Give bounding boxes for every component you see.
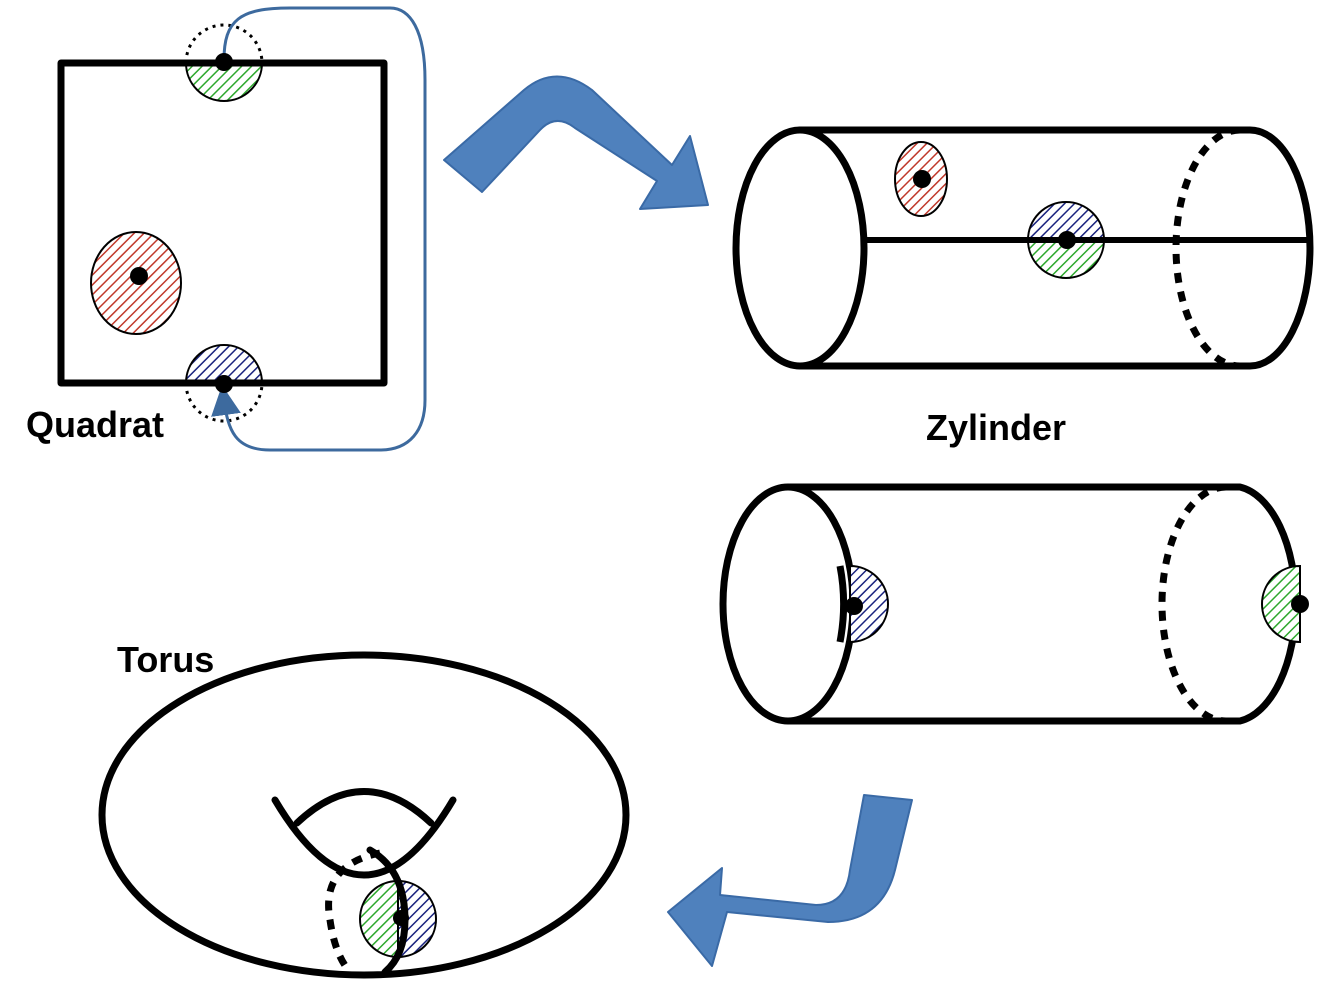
square-top-dotted-half: [184, 23, 264, 64]
curved-arrow-right-icon: [443, 75, 709, 210]
curved-arrow-down-left-icon: [667, 794, 913, 967]
cylinder-seam-point: [1058, 231, 1076, 249]
cylinder-bottom-right-point: [1291, 595, 1309, 613]
cylinder-blue-half: [1026, 201, 1106, 241]
square-top-point: [215, 53, 233, 71]
torus-outer-outline: [98, 651, 630, 979]
square-bottom-point: [215, 375, 233, 393]
square-blue-half-disc: [184, 344, 264, 384]
square-green-half-disc: [184, 62, 264, 102]
square-figure: [57, 6, 427, 452]
cylinder-red-point: [913, 170, 931, 188]
torus-hole-upper-arc: [271, 796, 457, 879]
square-label: Quadrat: [26, 404, 164, 445]
cylinder-green-half: [1026, 239, 1106, 279]
cylinder-bottom-blue-half: [849, 564, 889, 644]
cylinder-bottom-figure: [719, 483, 1309, 725]
square-identification-connector: [211, 6, 427, 452]
cylinder-top-front-end: [732, 126, 868, 370]
cylinder-bottom-green-half: [1261, 564, 1301, 644]
cylinder-top-figure: [732, 126, 1314, 370]
torus-point: [393, 910, 409, 926]
torus-blue-half: [397, 879, 437, 959]
torus-green-half: [359, 879, 399, 959]
cylinder-bottom-front-end: [719, 483, 857, 725]
torus-label: Torus: [117, 639, 214, 680]
square-red-point: [130, 267, 148, 285]
cylinder-top-hidden-end: [1172, 126, 1241, 370]
torus-cross-section-hidden: [325, 849, 381, 975]
square-bottom-dotted-half: [184, 382, 264, 423]
cylinder-top-outline: [796, 126, 1314, 370]
torus-figure: [98, 651, 630, 979]
square-outline: [57, 59, 388, 387]
cylinder-bottom-left-point: [845, 597, 863, 615]
cylinder-bottom-hidden-end: [1158, 483, 1227, 725]
torus-hole-lower-arc: [293, 788, 435, 827]
cylinder-label: Zylinder: [926, 407, 1066, 448]
